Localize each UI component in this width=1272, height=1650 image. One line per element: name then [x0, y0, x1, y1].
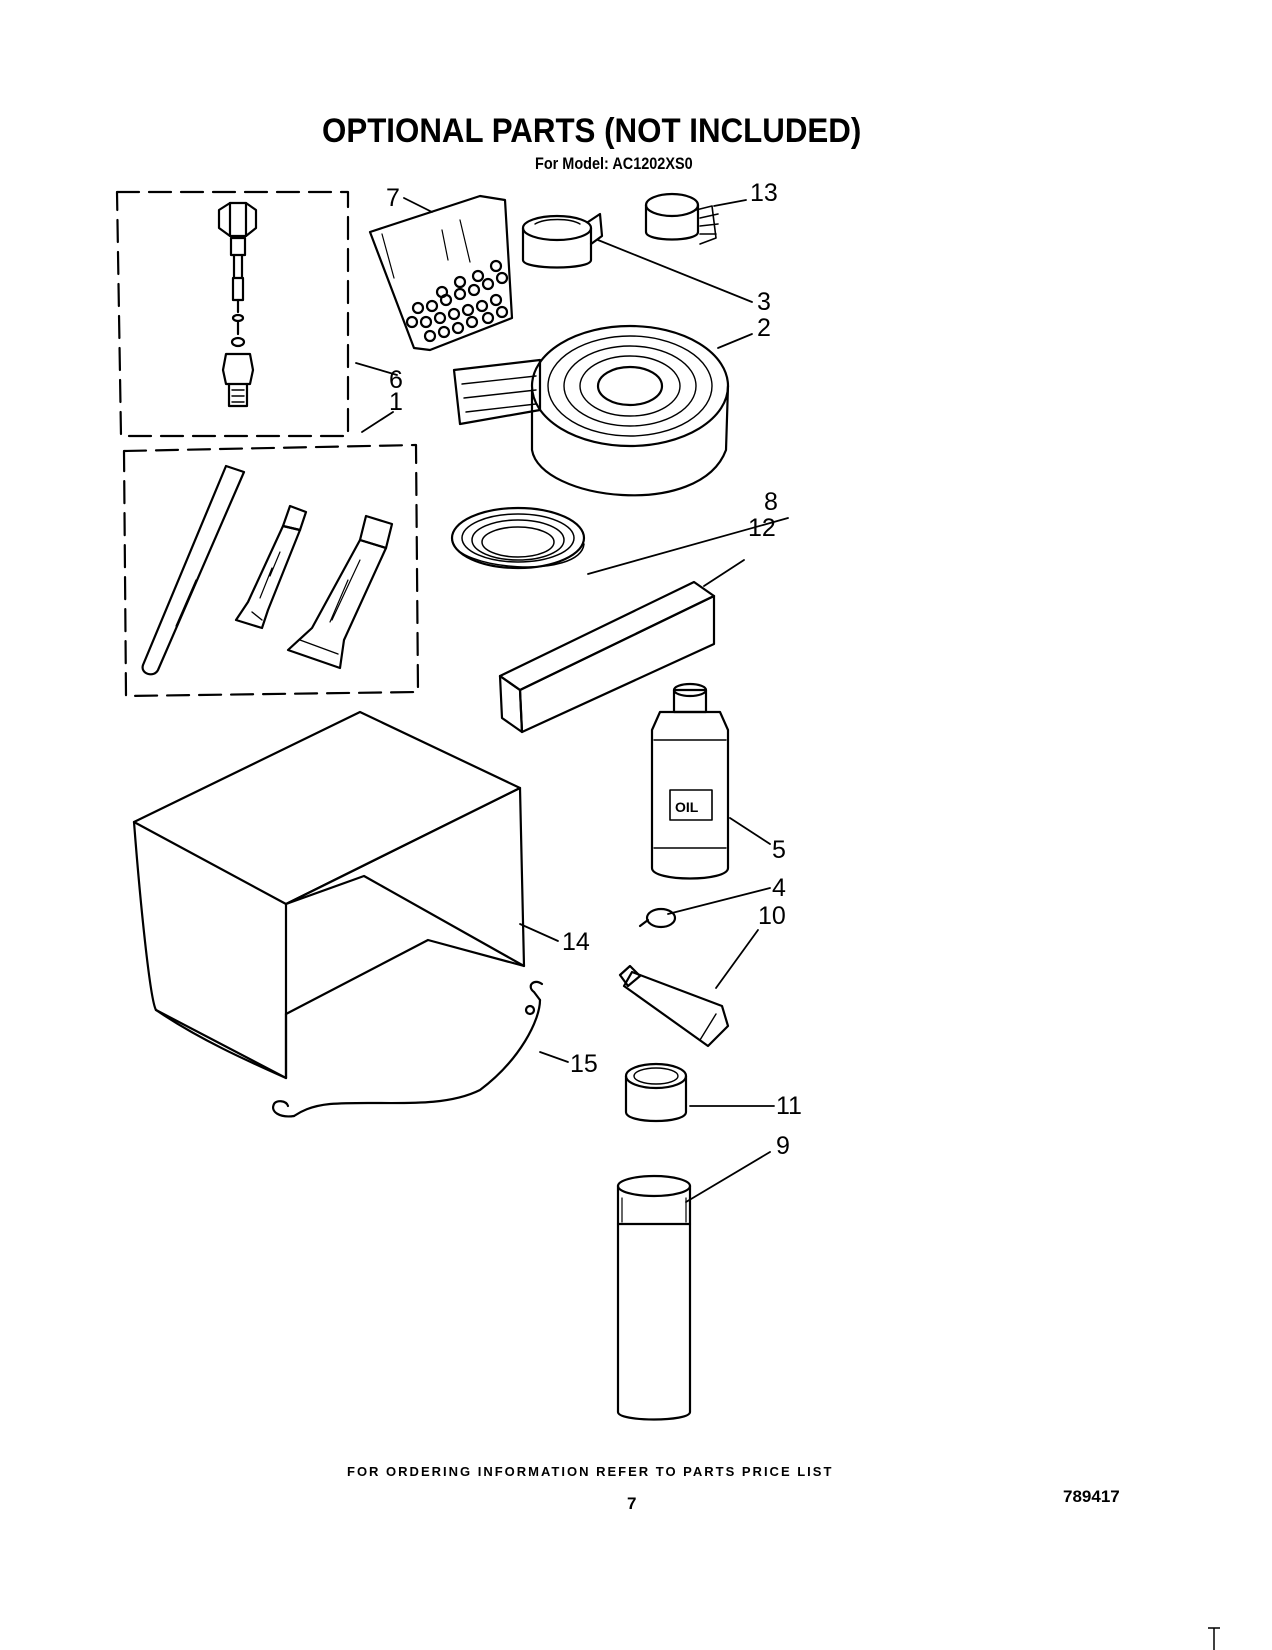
callout-7: 7: [386, 184, 400, 212]
oil-label: OIL: [675, 799, 699, 815]
part-9-spray-can: [616, 1174, 692, 1421]
kit-box-6: [115, 190, 350, 438]
callout-10: 10: [758, 902, 786, 930]
part-15-bungee: [272, 980, 544, 1118]
ordering-note: FOR ORDERING INFORMATION REFER TO PARTS …: [347, 1464, 834, 1479]
part-14-cover: [132, 710, 526, 1080]
part-11-can: [624, 1062, 688, 1123]
callout-2: 2: [757, 314, 771, 342]
kit-box-1: [122, 443, 420, 698]
callout-9: 9: [776, 1132, 790, 1160]
callout-5: 5: [772, 836, 786, 864]
page-title: OPTIONAL PARTS (NOT INCLUDED): [322, 112, 862, 150]
part-12-foam-block: [498, 580, 716, 734]
callout-4: 4: [772, 874, 786, 902]
callout-12: 12: [748, 514, 776, 542]
callout-15: 15: [570, 1050, 598, 1078]
model-subtitle: For Model: AC1202XS0: [535, 154, 693, 173]
part-2-foam-roll: [452, 324, 730, 497]
callout-14: 14: [562, 928, 590, 956]
part-4-valve: [638, 907, 677, 929]
part-10-tube: [618, 964, 730, 1048]
leader-lines: [355, 197, 789, 1203]
page-number: 7: [627, 1494, 637, 1513]
callout-6: 6: [389, 366, 403, 394]
callout-13: 13: [750, 179, 778, 207]
part-3-tape-roll: [521, 212, 604, 269]
part-5-oil-bottle: [650, 682, 730, 880]
callout-11: 11: [776, 1092, 802, 1120]
part-7-washer-bag: [368, 194, 514, 352]
callout-3: 3: [757, 288, 771, 316]
document-number: 789417: [1063, 1487, 1120, 1506]
part-8-cord-coil: [450, 506, 586, 570]
part-13-tape: [644, 192, 719, 245]
callout-8: 8: [764, 488, 778, 516]
callout-1: 1: [389, 388, 403, 416]
